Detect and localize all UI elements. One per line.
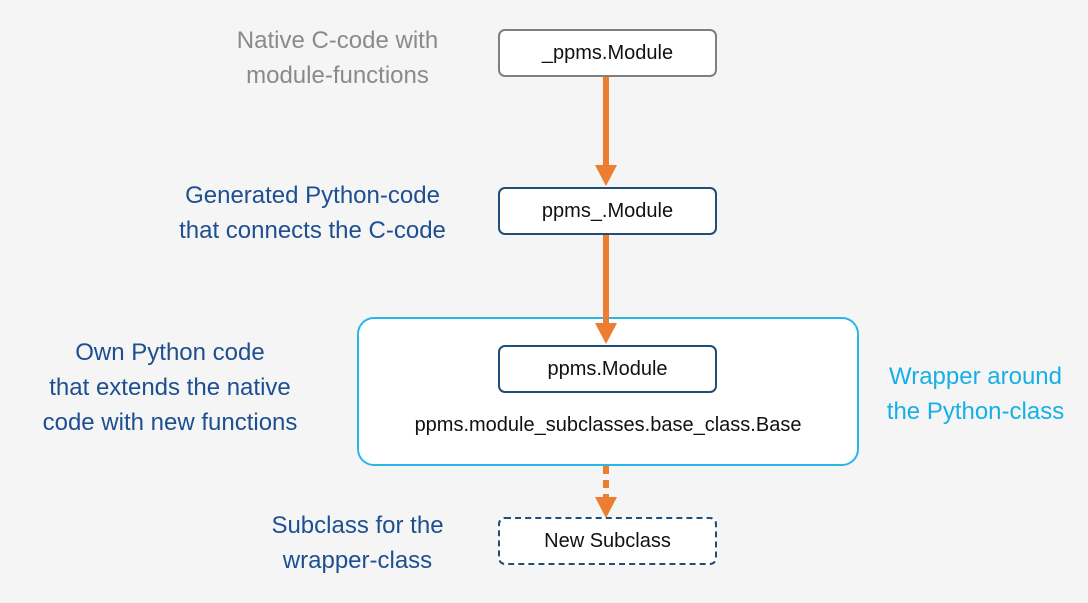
- arrow-wrapper-to-subclass: [595, 466, 617, 518]
- generated-module-box: ppms_.Module: [498, 187, 717, 235]
- native-c-code-annotation: Native C-code with module-functions: [236, 27, 439, 89]
- subclass-for-wrapper-annotation: Subclass for the wrapper-class: [271, 512, 444, 574]
- new-subclass-label: New Subclass: [544, 529, 671, 552]
- c-module-label: _ppms.Module: [541, 41, 674, 64]
- wrapper-base-class-label: ppms.module_subclasses.base_class.Base: [414, 414, 802, 436]
- arrow-generated-to-own: [595, 235, 617, 344]
- new-subclass-box: New Subclass: [498, 517, 717, 565]
- c-module-box: _ppms.Module: [498, 29, 717, 77]
- generated-python-code-annotation: Generated Python-code that connects the …: [179, 182, 446, 244]
- own-module-box: ppms.Module: [498, 345, 717, 393]
- own-module-label: ppms.Module: [547, 357, 668, 380]
- arrow-c-to-generated: [595, 77, 617, 186]
- generated-module-label: ppms_.Module: [541, 199, 674, 222]
- own-python-code-annotation: Own Python code that extends the native …: [42, 339, 298, 436]
- wrapper-around-annotation: Wrapper around the Python-class: [886, 363, 1065, 425]
